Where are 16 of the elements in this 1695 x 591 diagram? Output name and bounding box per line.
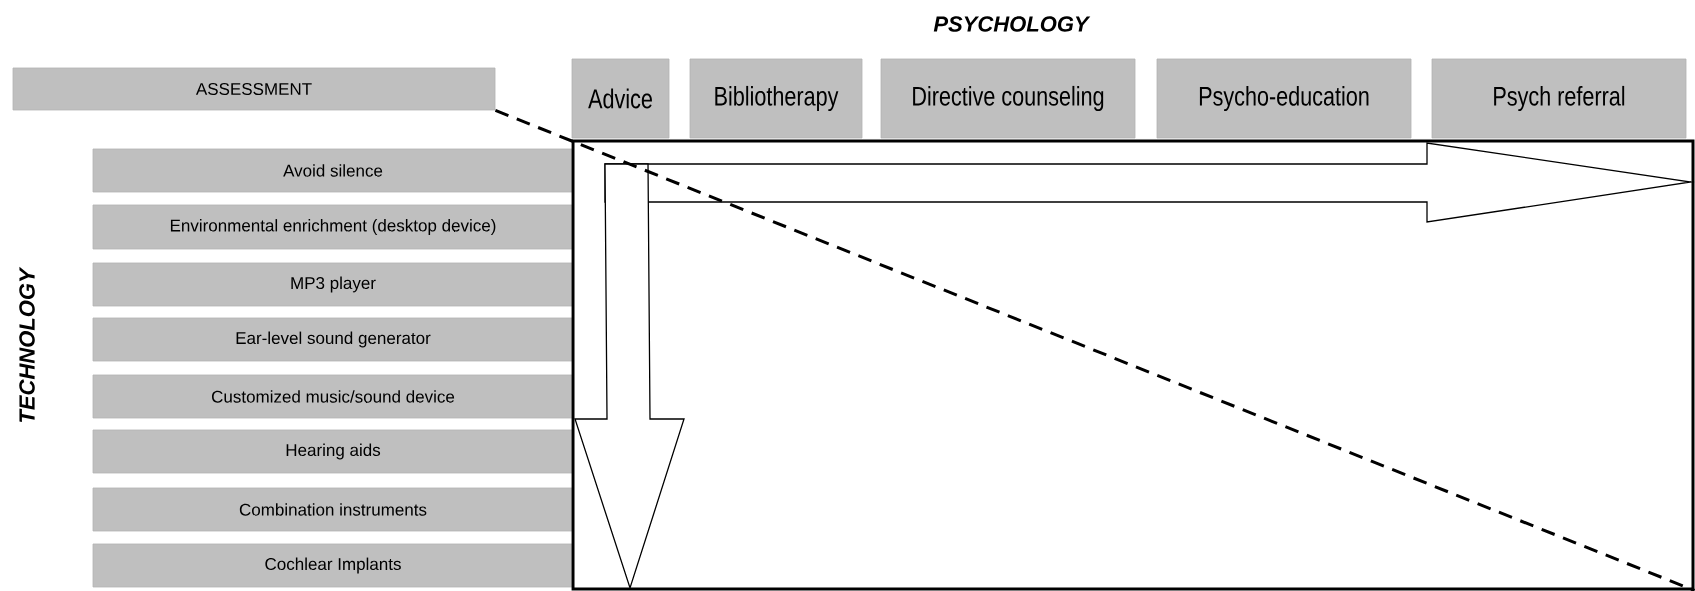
axis-title: PSYCHOLOGY	[933, 16, 1091, 32]
label-box: Environmental enrichment (desktop device)	[92, 204, 574, 250]
label-box: Psycho-education	[1156, 58, 1412, 139]
label-box: Bibliotherapy	[689, 58, 863, 139]
label-box: Ear-level sound generator	[92, 317, 574, 362]
label-box: MP3 player	[92, 262, 574, 307]
label-box: Customized music/sound device	[92, 374, 574, 419]
label-box: Combination instruments	[92, 487, 574, 532]
label-box: Hearing aids	[92, 429, 574, 474]
axis-title: TECHNOLOGY	[19, 266, 35, 423]
label-box: Directive counseling	[880, 58, 1136, 139]
label-box: Psych referral	[1431, 58, 1687, 139]
label-box: Cochlear Implants	[92, 543, 574, 588]
label-box: Advice	[571, 58, 670, 139]
label-box: ASSESSMENT	[12, 67, 496, 111]
label-box: Avoid silence	[92, 148, 574, 193]
